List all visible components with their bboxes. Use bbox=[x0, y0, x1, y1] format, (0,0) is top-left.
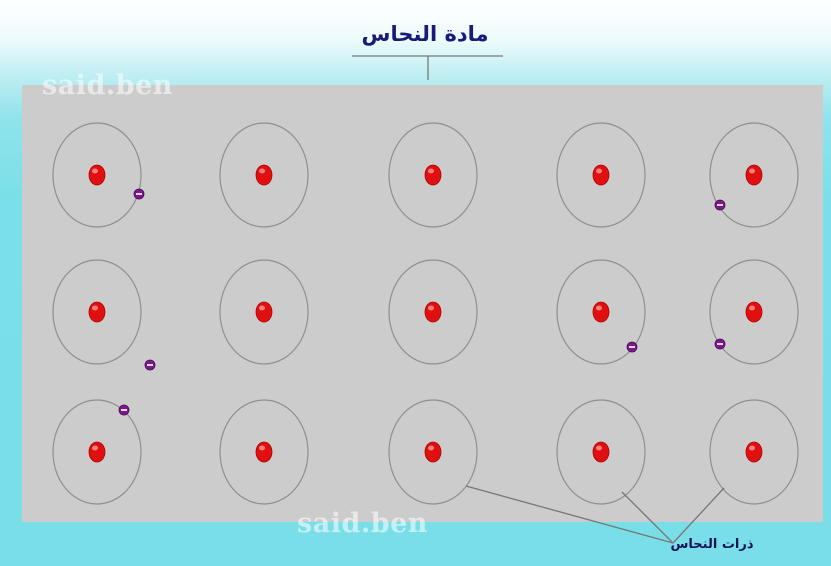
nucleus bbox=[425, 302, 441, 322]
nucleus-highlight bbox=[596, 169, 602, 174]
nucleus-highlight bbox=[596, 446, 602, 451]
nucleus bbox=[593, 442, 609, 462]
nucleus bbox=[256, 442, 272, 462]
electron bbox=[627, 342, 637, 352]
nucleus-highlight bbox=[749, 306, 755, 311]
copper-material-panel bbox=[22, 85, 823, 522]
atoms-label: ذرات النحاس bbox=[662, 537, 762, 552]
nucleus bbox=[593, 165, 609, 185]
nucleus bbox=[746, 165, 762, 185]
electron-minus-sign bbox=[121, 409, 127, 411]
electron-minus-sign bbox=[629, 346, 635, 348]
electron bbox=[715, 339, 725, 349]
nucleus bbox=[89, 165, 105, 185]
nucleus-highlight bbox=[428, 446, 434, 451]
nucleus bbox=[256, 302, 272, 322]
electron bbox=[119, 405, 129, 415]
watermark-bottom: said.ben bbox=[297, 508, 428, 539]
electron bbox=[145, 360, 155, 370]
electron bbox=[134, 189, 144, 199]
nucleus bbox=[425, 442, 441, 462]
watermark-top: said.ben bbox=[42, 70, 173, 101]
nucleus-highlight bbox=[92, 306, 98, 311]
nucleus-highlight bbox=[596, 306, 602, 311]
nucleus-highlight bbox=[259, 446, 265, 451]
nucleus-highlight bbox=[92, 446, 98, 451]
electron-minus-sign bbox=[136, 193, 142, 195]
electron-minus-sign bbox=[147, 364, 153, 366]
nucleus bbox=[256, 165, 272, 185]
nucleus-highlight bbox=[92, 169, 98, 174]
nucleus bbox=[89, 442, 105, 462]
nucleus-highlight bbox=[749, 169, 755, 174]
nucleus-highlight bbox=[428, 306, 434, 311]
electron-minus-sign bbox=[717, 343, 723, 345]
nucleus-highlight bbox=[749, 446, 755, 451]
electron bbox=[715, 200, 725, 210]
nucleus bbox=[89, 302, 105, 322]
electron-minus-sign bbox=[717, 204, 723, 206]
nucleus bbox=[746, 302, 762, 322]
nucleus bbox=[593, 302, 609, 322]
nucleus bbox=[746, 442, 762, 462]
nucleus-highlight bbox=[259, 169, 265, 174]
nucleus-highlight bbox=[259, 306, 265, 311]
diagram-title: مادة النحاس bbox=[350, 22, 500, 46]
nucleus bbox=[425, 165, 441, 185]
nucleus-highlight bbox=[428, 169, 434, 174]
